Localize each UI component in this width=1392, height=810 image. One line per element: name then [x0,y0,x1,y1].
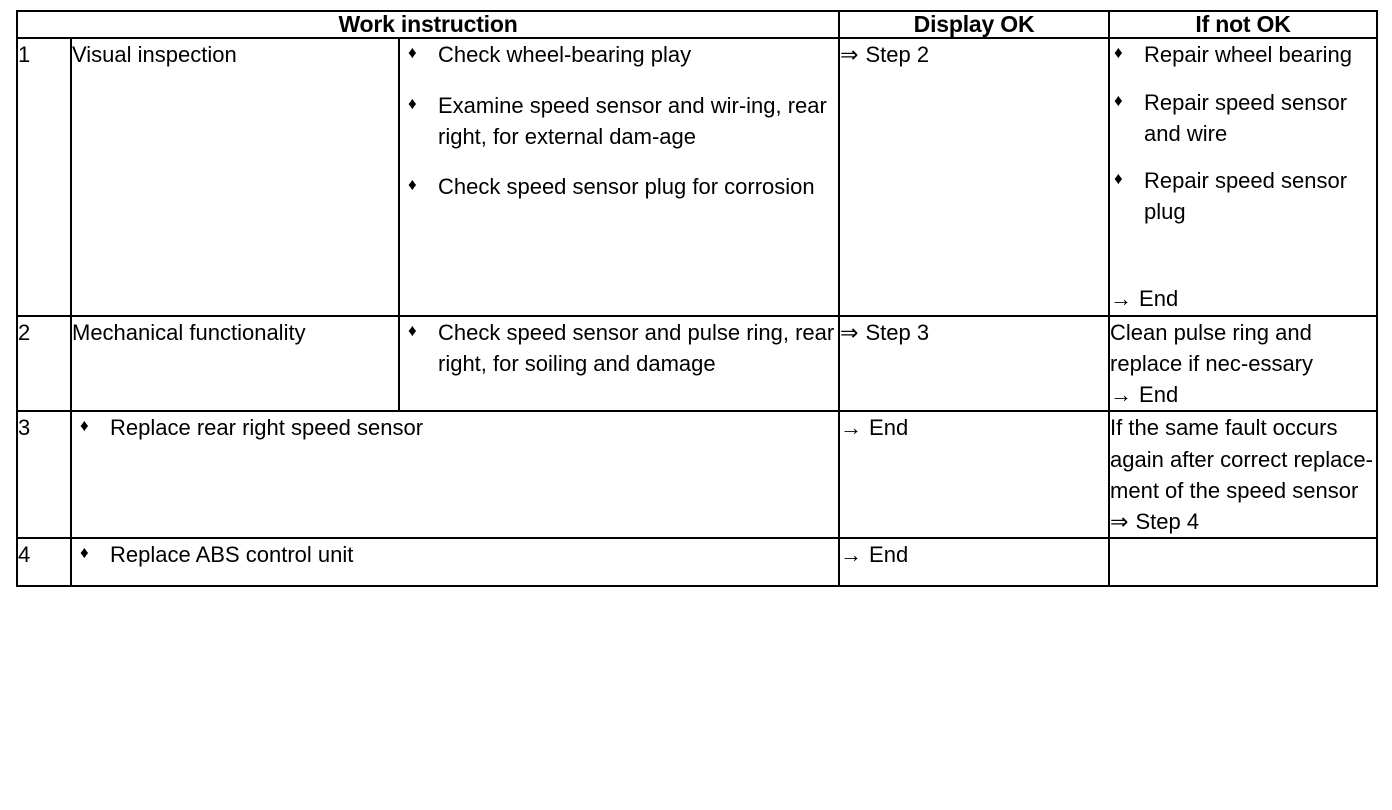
table-header: Work instruction Display OK If not OK [15,9,1379,40]
step-display-ok: →End [838,537,1111,588]
list-item-text: Replace ABS control unit [110,542,354,568]
step-display-ok: ⇒Step 2 [838,37,1111,317]
step-task-name: Visual inspection [70,37,400,317]
flow-reference: ⇒Step 2 [840,39,1108,70]
bullet-list: ♦ Check wheel-bearing play ♦ Examine spe… [400,39,838,202]
list-item-text: Check speed sensor plug for corrosion [438,174,815,199]
if-not-ok-text: Clean pulse ring and replace if nec-essa… [1110,319,1314,376]
if-not-ok-text: If the same fault occurs again after cor… [1110,415,1373,503]
table-header-row: Work instruction Display OK If not OK [15,9,1379,40]
flow-target-label: Step 3 [865,319,930,345]
step-task-merged: ♦ Replace ABS control unit [69,537,841,588]
step-if-not-ok: If the same fault occurs again after cor… [1108,410,1379,540]
list-item: ♦ Examine speed sensor and wir-​ing, rea… [400,90,838,152]
diamond-bullet-icon: ♦ [408,43,417,63]
step-if-not-ok: ♦ Repair wheel bearing ♦ Repair speed se… [1108,37,1379,317]
table-body: 1 Visual inspection ♦ Check wheel-bearin… [16,37,1379,588]
list-item: ♦ Repair speed sensor plug [1110,165,1376,227]
list-item-text: Replace rear right speed sensor [110,415,424,441]
list-item-text: Repair wheel bearing [1144,42,1352,68]
step-display-ok: ⇒Step 3 [838,314,1111,413]
list-item-text: Repair speed sensor and wire [1144,89,1348,146]
step-number: 2 [16,314,72,413]
list-item-text: Check speed sensor and pulse ring, rear … [438,319,835,376]
column-header-if-not-ok: If not OK [1108,9,1379,40]
step-number: 3 [16,410,72,540]
list-item: ♦ Repair wheel bearing [1110,39,1376,70]
flow-target-label: End [869,415,909,441]
flow-reference: ⇒Step 3 [840,317,1108,348]
double-arrow-icon: ⇒ [840,319,859,345]
step-detail-list: ♦ Check wheel-bearing play ♦ Examine spe… [397,37,841,317]
step-detail-list: ♦ Check speed sensor and pulse ring, rea… [397,314,841,413]
bullet-list: ♦ Check speed sensor and pulse ring, rea… [400,317,838,379]
work-instruction-table: Work instruction Display OK If not OK 1 … [15,9,1379,588]
list-item: ♦ Replace rear right speed sensor [72,412,838,443]
flow-target-label: End [869,542,909,568]
list-item: ♦ Check speed sensor plug for corrosion [400,171,838,202]
step-task-merged: ♦ Replace rear right speed sensor [69,410,841,540]
table-row: 4 ♦ Replace ABS control unit →End [16,537,1379,588]
step-display-ok: →End [838,410,1111,540]
list-item: ♦ Replace ABS control unit [72,539,838,570]
right-arrow-icon: → [840,415,863,441]
diamond-bullet-icon: ♦ [80,416,89,436]
bullet-list: ♦ Repair wheel bearing ♦ Repair speed se… [1110,39,1376,227]
step-if-not-ok-empty [1108,537,1379,588]
step-if-not-ok: Clean pulse ring and replace if nec-essa… [1108,314,1379,413]
flow-target-label: End [1139,286,1179,312]
list-item: ♦ Check wheel-bearing play [400,39,838,70]
diamond-bullet-icon: ♦ [408,175,417,194]
flow-reference: →End [1110,379,1376,410]
list-item-text: Check wheel-bearing play [438,42,692,68]
column-header-work-instruction: Work instruction [15,9,841,40]
list-item-text: Examine speed sensor and wir-​ing, rear … [438,92,827,149]
flow-target-label: Step 4 [1135,509,1200,535]
table-row: 1 Visual inspection ♦ Check wheel-bearin… [16,37,1379,317]
flow-reference: ⇒Step 4 [1110,506,1376,537]
right-arrow-icon: → [1110,382,1133,408]
flow-target-label: End [1139,382,1179,408]
column-header-display-ok: Display OK [838,9,1111,40]
diamond-bullet-icon: ♦ [1114,43,1123,63]
table-row: 3 ♦ Replace rear right speed sensor →End… [16,410,1379,540]
flow-target-label: Step 2 [865,42,930,68]
list-item: ♦ Check speed sensor and pulse ring, rea… [400,317,838,379]
right-arrow-icon: → [840,542,863,568]
diamond-bullet-icon: ♦ [408,320,417,340]
flow-reference: →End [840,412,1108,443]
diamond-bullet-icon: ♦ [1114,90,1123,110]
flow-reference: →End [840,539,1108,570]
list-item-text: Repair speed sensor plug [1144,168,1348,225]
right-arrow-icon: → [1110,286,1133,312]
diamond-bullet-icon: ♦ [80,543,89,563]
list-item: ♦ Repair speed sensor and wire [1110,87,1376,149]
flow-reference: →End [1110,283,1376,314]
step-task-name: Mechanical functionality [70,314,400,413]
double-arrow-icon: ⇒ [1110,509,1129,535]
step-number: 4 [16,537,72,588]
table-row: 2 Mechanical functionality ♦ Check speed… [16,314,1379,413]
step-number: 1 [16,37,72,317]
diamond-bullet-icon: ♦ [408,93,417,113]
diamond-bullet-icon: ♦ [1114,169,1123,188]
double-arrow-icon: ⇒ [840,42,859,68]
